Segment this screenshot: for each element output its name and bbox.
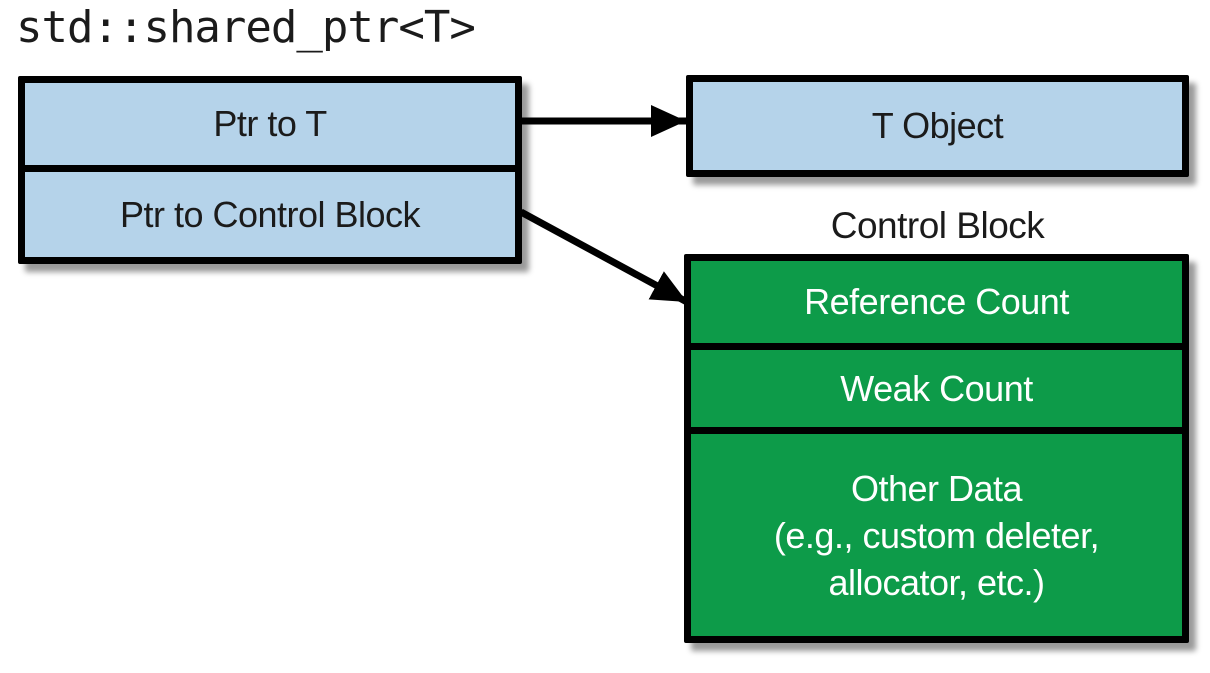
- weak-count-cell: Weak Count: [691, 350, 1182, 434]
- t-object-box: T Object: [686, 75, 1189, 177]
- control-block-box: Reference Count Weak Count Other Data (e…: [684, 254, 1189, 643]
- other-data-line-3: allocator, etc.): [828, 561, 1045, 603]
- ptr-to-t-cell: Ptr to T: [25, 83, 515, 172]
- ptr-to-t-label: Ptr to T: [213, 103, 327, 144]
- ptr-to-control-block-cell: Ptr to Control Block: [25, 172, 515, 257]
- t-object-cell: T Object: [693, 82, 1182, 170]
- diagram-title: std::shared_ptr<T>: [16, 2, 476, 53]
- reference-count-cell: Reference Count: [691, 261, 1182, 350]
- shared-ptr-box: Ptr to T Ptr to Control Block: [18, 76, 522, 264]
- ptr-to-control-block-arrow: [519, 208, 689, 306]
- reference-count-label: Reference Count: [804, 281, 1069, 322]
- other-data-line-1: Other Data: [850, 467, 1023, 509]
- weak-count-label: Weak Count: [840, 367, 1033, 409]
- t-object-label: T Object: [871, 105, 1004, 146]
- other-data-line-2: (e.g., custom deleter,: [773, 514, 1100, 556]
- ptr-to-control-block-label: Ptr to Control Block: [119, 193, 421, 235]
- other-data-cell: Other Data (e.g., custom deleter, alloca…: [691, 434, 1182, 636]
- control-block-title: Control Block: [830, 205, 1045, 246]
